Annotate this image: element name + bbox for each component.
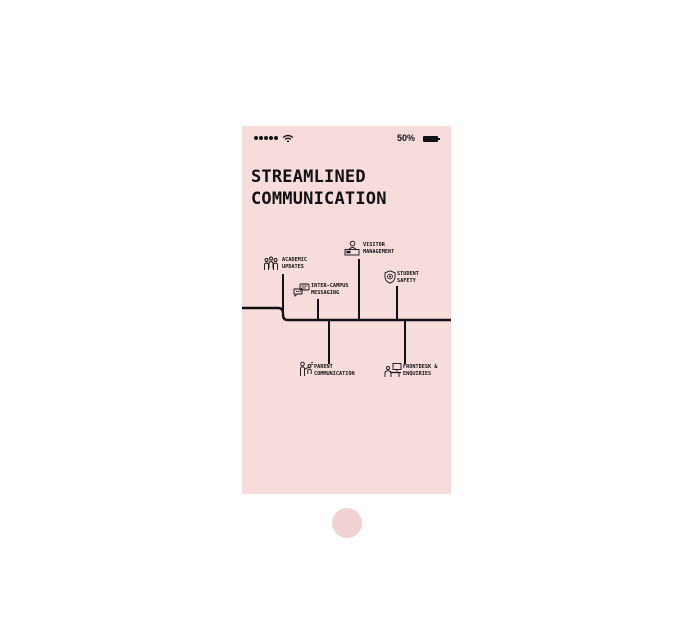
student-safety-label: STUDENT SAFETY bbox=[397, 271, 419, 284]
academic-people-icon bbox=[264, 256, 278, 270]
phone-screen: 50% STREAMLINED COMMUNICATION ACADEMIC U… bbox=[242, 126, 451, 494]
intercampus-messaging-label: INTER-CAMPUS MESSAGING bbox=[311, 283, 349, 296]
signal-dots-icon bbox=[254, 136, 278, 140]
visitor-desk-icon bbox=[344, 240, 360, 256]
academic-updates-label: ACADEMIC UPDATES bbox=[282, 257, 307, 270]
page-title: STREAMLINED COMMUNICATION bbox=[251, 167, 387, 209]
home-button-icon[interactable] bbox=[332, 508, 362, 538]
wifi-icon bbox=[282, 134, 294, 143]
timeline-diagram bbox=[242, 259, 451, 364]
parent-communication-label: PARENT COMMUNICATION bbox=[314, 364, 355, 377]
shield-icon bbox=[384, 270, 396, 284]
status-bar: 50% bbox=[242, 126, 451, 152]
timeline-main-line bbox=[242, 306, 451, 322]
battery-icon bbox=[423, 136, 440, 142]
chat-bubbles-icon bbox=[293, 283, 310, 297]
frontdesk-computer-icon bbox=[384, 363, 402, 377]
frontdesk-enquiries-label: FRONTDESK & ENQUIRIES bbox=[403, 364, 438, 377]
visitor-management-label: VISITOR MANAGEMENT bbox=[363, 242, 395, 255]
parent-child-icon bbox=[300, 361, 314, 376]
battery-percentage: 50% bbox=[397, 133, 416, 143]
